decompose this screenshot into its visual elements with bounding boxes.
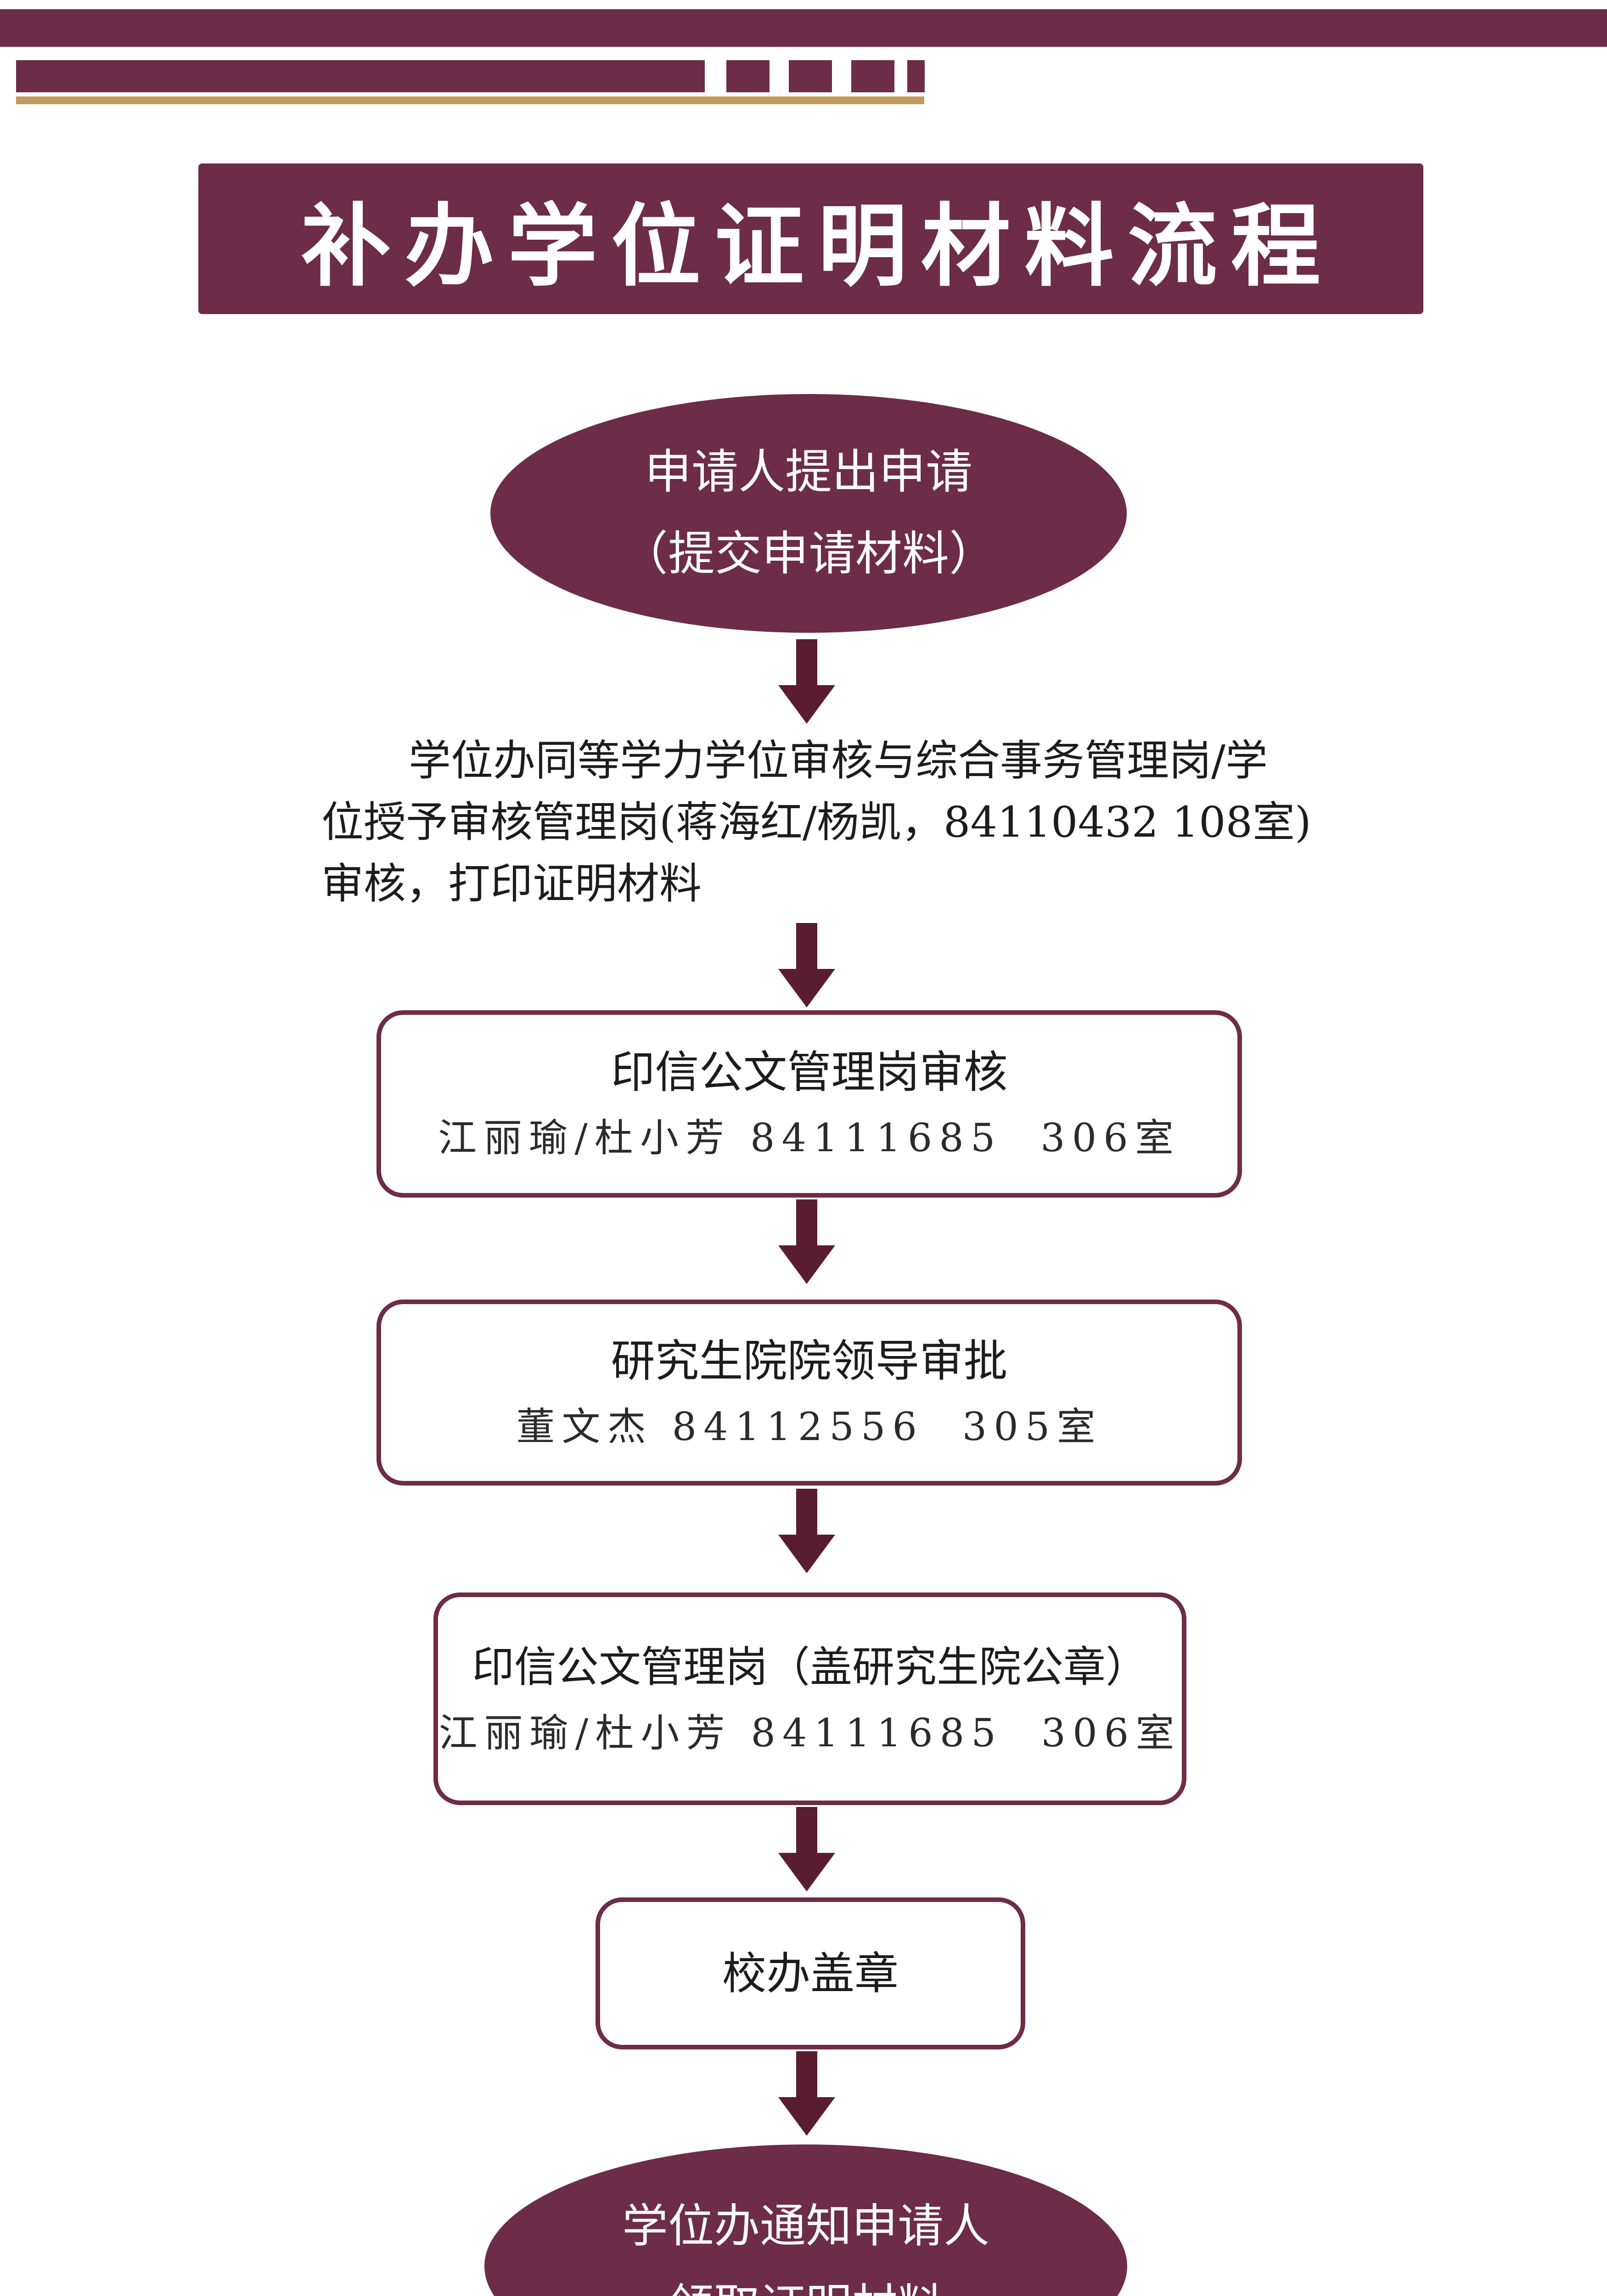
down-arrow-shaft	[796, 1489, 817, 1535]
seal-stamp-title: 印信公文管理岗（盖研究生院公章）	[472, 1642, 1148, 1692]
down-arrow-shaft	[796, 639, 817, 685]
flow-step-leader-approval: 研究生院院领导审批 董文杰 84112556 305室	[376, 1300, 1242, 1486]
review-line1: 学位办同等学力学位审核与综合事务管理岗/学	[409, 736, 1268, 785]
seal-review-title: 印信公文管理岗审核	[611, 1047, 1008, 1098]
review-line2-serif: (蒋海红/杨凯，84110432 108室)	[659, 798, 1311, 847]
down-arrow-shaft	[796, 1199, 817, 1245]
review-line2-sans: 位授予审核管理岗	[321, 798, 660, 847]
flow-step-seal-stamp: 印信公文管理岗（盖研究生院公章） 江丽瑜/杜小芳 84111685 306室	[433, 1593, 1186, 1805]
down-arrow-head	[778, 2097, 835, 2136]
down-arrow-shaft	[796, 1807, 817, 1853]
gold-accent-line	[16, 96, 924, 104]
down-arrow-shaft	[796, 2051, 817, 2097]
flow-end-node: 学位办通知申请人 领取证明材料	[484, 2144, 1127, 2296]
flow-start-line2: （提交申请材料）	[621, 527, 996, 581]
deco-square-4	[907, 60, 925, 92]
flow-step-seal-review: 印信公文管理岗审核 江丽瑜/杜小芳 84111685 306室	[376, 1010, 1242, 1198]
deco-square-3	[851, 60, 894, 92]
flow-step-school-office-stamp: 校办盖章	[596, 1897, 1025, 2049]
page-title: 补办学位证明材料流程	[198, 163, 1423, 314]
review-line3: 审核，打印证明材料	[321, 859, 702, 908]
down-arrow-icon	[778, 1199, 835, 1284]
seal-stamp-contact: 江丽瑜/杜小芳 84111685 306室	[438, 1710, 1181, 1756]
down-arrow-icon	[778, 1807, 835, 1891]
school-office-title: 校办盖章	[722, 1947, 899, 1999]
down-arrow-icon	[778, 923, 835, 1007]
flow-end-line2: 领取证明材料	[668, 2273, 944, 2296]
top-banner-bar	[0, 9, 1607, 47]
deco-square-2	[789, 60, 832, 92]
deco-square-1	[726, 60, 770, 92]
leader-approval-title: 研究生院院领导审批	[611, 1335, 1008, 1387]
down-arrow-head	[778, 969, 835, 1007]
down-arrow-shaft	[796, 923, 817, 969]
down-arrow-head	[778, 685, 835, 724]
down-arrow-icon	[778, 639, 835, 724]
down-arrow-head	[778, 1245, 835, 1284]
flow-end-line1: 学位办通知申请人	[622, 2199, 989, 2253]
seal-review-contact: 江丽瑜/杜小芳 84111685 306室	[438, 1115, 1180, 1160]
deco-long-bar	[16, 60, 705, 92]
down-arrow-icon	[778, 2051, 835, 2136]
down-arrow-head	[778, 1853, 835, 1891]
down-arrow-icon	[778, 1489, 835, 1573]
flow-start-node: 申请人提出申请 （提交申请材料）	[490, 394, 1127, 633]
review-line2: 位授予审核管理岗(蒋海红/杨凯，84110432 108室)	[321, 792, 1318, 853]
down-arrow-head	[778, 1535, 835, 1573]
leader-approval-contact: 董文杰 84112556 305室	[516, 1404, 1102, 1449]
page-title-text: 补办学位证明材料流程	[301, 194, 1334, 298]
flow-start-line1: 申请人提出申请	[645, 445, 972, 500]
flow-step-degree-office-review: 学位办同等学力学位审核与综合事务管理岗/学 位授予审核管理岗(蒋海红/杨凯，84…	[321, 730, 1318, 915]
